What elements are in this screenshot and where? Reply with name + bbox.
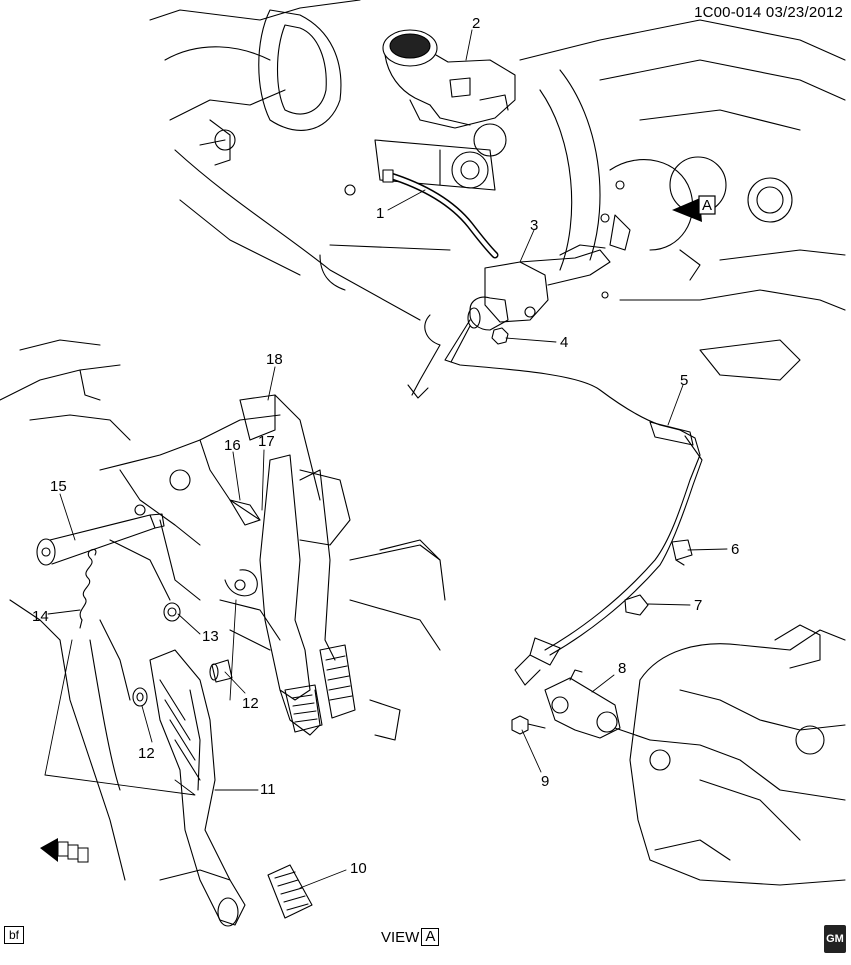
callout-6: 6 (731, 541, 739, 558)
nut-4 (491, 327, 509, 345)
callouts: 2 1 3 4 5 6 7 8 9 10 11 12 12 13 14 15 1… (32, 15, 739, 877)
view-caption: VIEW A (381, 928, 440, 946)
callout-3: 3 (530, 217, 538, 234)
direction-arrow-icon (40, 838, 89, 863)
bushing-12-right (209, 659, 233, 683)
callout-12-right: 12 (242, 695, 259, 712)
bushing-13 (163, 602, 181, 622)
callout-7: 7 (694, 597, 702, 614)
bushing-12-left (132, 687, 148, 707)
clutch-slave-cylinder (544, 669, 621, 739)
bulkhead-panel (149, 0, 846, 381)
callout-14: 14 (32, 608, 49, 625)
callout-15: 15 (50, 478, 67, 495)
diagram-code-date: 1C00-014 03/23/2012 (694, 4, 843, 21)
gm-logo: GM (824, 925, 846, 953)
return-spring-14 (79, 548, 97, 629)
callout-1: 1 (376, 205, 384, 222)
callout-2: 2 (472, 15, 480, 32)
pipe-clip-6 (671, 539, 693, 566)
callout-11: 11 (260, 781, 276, 798)
accelerator-area-pedal (299, 469, 356, 719)
master-cylinder-mount (374, 123, 507, 191)
transmission-housing (614, 624, 846, 886)
clutch-pedal-pad-10 (267, 864, 313, 919)
brake-pedal-pad (284, 684, 323, 733)
bolt-9 (511, 715, 546, 735)
callout-12-left: 12 (138, 745, 155, 762)
footer-tag: bf (4, 926, 25, 944)
clutch-fluid-reservoir (382, 29, 516, 129)
callout-17: 17 (258, 433, 275, 450)
reservoir-hose (382, 169, 499, 259)
callout-13: 13 (202, 628, 219, 645)
pipe-clip-7 (624, 594, 649, 616)
callout-9: 9 (541, 773, 549, 790)
view-a-marker: A (672, 195, 716, 222)
callout-18: 18 (266, 351, 283, 368)
brake-pedal (259, 454, 321, 736)
callout-16: 16 (224, 437, 241, 454)
callout-4: 4 (560, 334, 568, 351)
callout-10: 10 (350, 860, 367, 877)
floor-panel-lower (9, 544, 446, 881)
callout-5: 5 (680, 372, 688, 389)
view-caption-text: VIEW (381, 928, 420, 946)
clutch-pipe (407, 314, 703, 656)
pedal-bracket (0, 339, 441, 741)
pivot-bolt-15 (36, 513, 165, 566)
leader-lines (44, 29, 728, 889)
clutch-master-cylinder (467, 244, 611, 331)
view-a-marker-letter: A (702, 197, 712, 214)
callout-8: 8 (618, 660, 626, 677)
view-caption-letter: A (421, 928, 440, 946)
pipe-fitting-lower (514, 637, 561, 686)
clutch-pedal-arm (149, 649, 246, 927)
